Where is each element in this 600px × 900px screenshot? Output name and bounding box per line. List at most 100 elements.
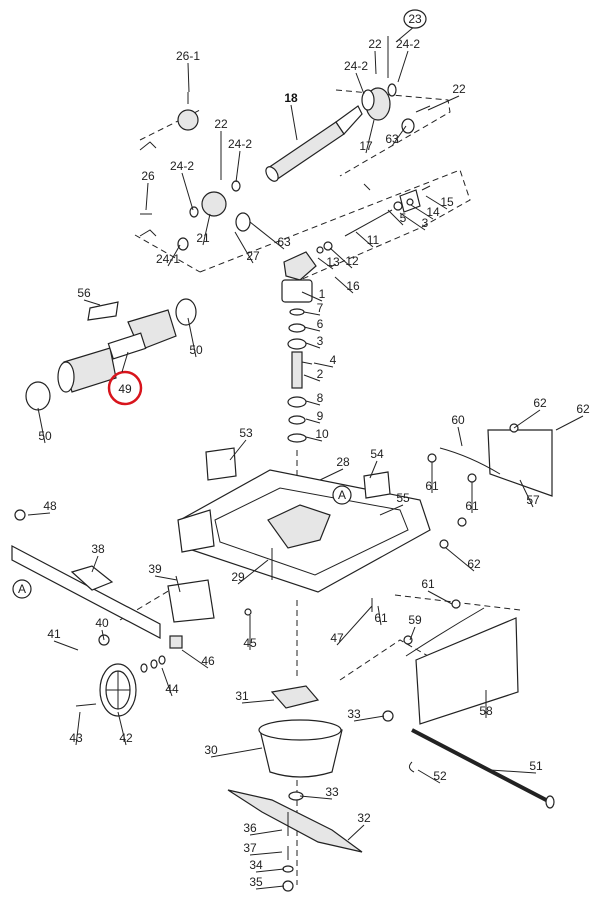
part-number-label: 33	[347, 707, 361, 721]
part-number-label: 26	[141, 169, 155, 183]
part-number-label: 62	[467, 557, 481, 571]
drive-shaft-boot	[25, 298, 197, 411]
rear-flap-and-rod	[371, 598, 555, 809]
callout-c17: 17	[359, 119, 375, 154]
callout-c22a: 22	[368, 37, 382, 75]
callout-c34: 34	[249, 858, 285, 873]
leader-line	[355, 72, 365, 95]
reference-marker: A	[332, 485, 352, 505]
callout-c50b: 50	[37, 407, 52, 444]
callout-c61c: 61	[421, 577, 453, 605]
part-number-label: 54	[370, 447, 384, 461]
callout-c24-2c: 24-2	[228, 137, 252, 183]
callout-c59: 59	[408, 613, 422, 641]
callout-c47: 47	[330, 605, 373, 646]
part-number-label: 1	[319, 287, 326, 301]
callout-c3b: 3	[305, 334, 324, 349]
part-number-label: 9	[317, 409, 324, 423]
leader-line	[369, 460, 378, 479]
callout-c24-2a: 24-2	[396, 37, 420, 83]
leader-line	[555, 415, 584, 431]
callout-c35: 35	[249, 875, 285, 890]
leader-line	[305, 436, 323, 442]
callout-c9: 9	[305, 409, 324, 424]
part-number-label: 12	[345, 254, 359, 268]
callout-c29: 29	[231, 559, 269, 585]
part-number-label: 41	[47, 627, 61, 641]
part-number-label: 24-2	[344, 59, 368, 73]
callout-c42: 42	[117, 711, 133, 746]
leader-line	[187, 62, 190, 93]
callout-c18: 18	[284, 91, 298, 141]
leader-line	[101, 629, 105, 641]
callout-c57: 57	[519, 479, 540, 508]
leader-line	[379, 504, 404, 516]
upper-shaft-assembly	[139, 36, 431, 251]
part-number-label: 6	[317, 317, 324, 331]
callout-c12: 12	[329, 247, 359, 269]
callout-c33a: 33	[347, 707, 385, 722]
part-number-label: 30	[204, 743, 218, 757]
leader-line	[249, 829, 283, 836]
leader-line	[387, 209, 404, 226]
callout-c41: 41	[47, 627, 79, 651]
leader-line	[489, 769, 537, 774]
part-number-label: 57	[526, 493, 540, 507]
callout-c36: 36	[243, 821, 283, 836]
part-number-label: 52	[433, 769, 447, 783]
leader-line	[299, 795, 333, 800]
leader-line	[417, 769, 441, 784]
leader-line	[255, 885, 285, 890]
leader-line	[181, 172, 194, 211]
callout-c6: 6	[303, 317, 324, 332]
callout-c62b: 62	[555, 402, 590, 431]
callout-c60: 60	[451, 413, 465, 447]
callout-c11: 11	[355, 231, 380, 248]
leader-line	[187, 317, 197, 358]
highlight-marker: 49	[107, 351, 143, 406]
part-number-label: 56	[77, 286, 91, 300]
callout-c7: 7	[303, 301, 324, 316]
leader-line	[334, 276, 354, 294]
leader-line	[229, 439, 247, 461]
leader-line	[305, 342, 321, 349]
callout-c62c: 62	[445, 547, 481, 572]
leader-line	[303, 374, 321, 382]
marker-circle	[12, 579, 32, 599]
part-number-label: 61	[421, 577, 435, 591]
leader-line	[425, 195, 448, 210]
part-number-label: 22	[368, 37, 382, 51]
leader-line	[202, 213, 211, 246]
leader-line	[313, 362, 334, 368]
part-number-label: 40	[95, 616, 109, 630]
leader-line	[117, 711, 127, 746]
callout-c15: 15	[425, 195, 454, 210]
callout-c26-1: 26-1	[176, 49, 200, 93]
part-number-label: 63	[385, 132, 399, 146]
callout-c16: 16	[334, 276, 360, 294]
callout-c56: 56	[77, 286, 101, 306]
leader-line	[75, 711, 81, 746]
part-number-label: 47	[330, 631, 344, 645]
part-number-label: 42	[119, 731, 133, 745]
callout-c38: 38	[91, 542, 105, 573]
callout-c32: 32	[347, 811, 371, 841]
callout-c5: 5	[387, 209, 407, 226]
part-number-label: 24-1	[156, 252, 180, 266]
leader-line	[336, 605, 373, 646]
part-number-label: 27	[246, 249, 260, 263]
part-number-label: 53	[239, 426, 253, 440]
part-number-label: 24-2	[170, 159, 194, 173]
leader-line	[374, 50, 377, 75]
callout-c14: 14	[410, 204, 440, 220]
leader-line	[301, 291, 323, 302]
leader-line	[377, 605, 382, 626]
part-number-label: 29	[231, 570, 245, 584]
part-number-label: 24-2	[396, 37, 420, 51]
part-number-label: 50	[189, 343, 203, 357]
part-number-label: 11	[367, 233, 380, 247]
part-number-label: 60	[451, 413, 465, 427]
part-number-label: 24-2	[228, 137, 252, 151]
